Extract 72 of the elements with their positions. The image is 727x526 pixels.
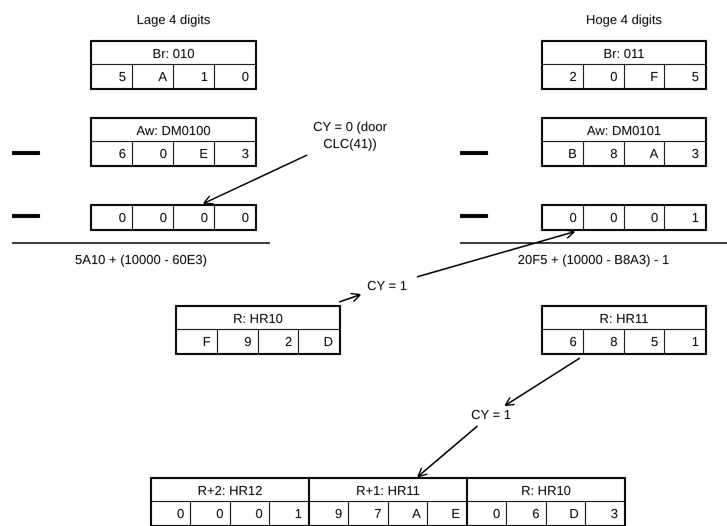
digit-cell: 7: [348, 502, 388, 525]
column-heading: Hoge 4 digits: [585, 12, 663, 27]
register-label: Br: 011: [543, 42, 705, 65]
digit-cell: 0: [582, 206, 624, 229]
digit-cell: 1: [664, 206, 705, 229]
digit-cell: 0: [582, 65, 624, 88]
digit-cell-text: 0: [118, 209, 127, 227]
register-table: [90, 40, 257, 90]
digit-cell: 8: [582, 142, 624, 165]
digit-cell-text: 5: [118, 68, 127, 86]
digit-cell: E: [173, 142, 214, 165]
digit-cell: D: [546, 502, 585, 525]
digit-cell-text: F: [202, 333, 212, 351]
register-table: [541, 305, 707, 355]
digit-cell: 0: [190, 502, 230, 525]
register-table: [150, 477, 310, 526]
register-label: Br: 010: [92, 42, 255, 65]
digit-cell: 2: [258, 330, 298, 353]
formula-text: 5A10 + (10000 - 60E3): [74, 252, 208, 267]
digit-cell: F: [624, 65, 664, 88]
formula-text: 20F5 + (10000 - B8A3) - 1: [516, 252, 670, 267]
digit-cell: 0: [132, 142, 173, 165]
digit-cell: A: [388, 502, 427, 525]
register-label: R: HR10: [468, 479, 624, 502]
carry-note: CY = 0 (door CLC(41)): [300, 118, 400, 152]
digit-cell: 3: [664, 142, 705, 165]
digit-cell-text: 2: [568, 68, 578, 86]
digit-cell: 1: [173, 65, 214, 88]
register-table: [541, 40, 707, 90]
digit-cell-text: 9: [334, 505, 344, 523]
register-table: [466, 477, 626, 526]
column-heading: Lage 4 digits: [136, 12, 212, 27]
register-label: R: HR10: [177, 307, 339, 330]
arrow: [338, 292, 361, 303]
carry-note: CY = 1: [463, 406, 519, 423]
digit-cell: 0: [214, 206, 255, 229]
carry-note: CY = 1: [360, 277, 414, 294]
digit-cell-text: 0: [176, 505, 186, 523]
register-table: [541, 204, 707, 231]
digit-cell: 9: [216, 330, 258, 353]
register-table: [541, 117, 707, 167]
digit-cell: 5: [664, 65, 705, 88]
digit-cell: 6: [506, 502, 546, 525]
digit-cell: A: [624, 142, 664, 165]
arrow: [417, 425, 478, 478]
digit-cell-text: B: [567, 145, 578, 163]
digit-cell: 5: [624, 330, 664, 353]
register-label: Aw: DM0100: [92, 119, 255, 142]
digit-cell: 0: [173, 206, 214, 229]
digit-cell-text: 6: [118, 145, 127, 163]
digit-cell: D: [298, 330, 339, 353]
digit-cell: 8: [582, 330, 624, 353]
digit-cell: 3: [584, 502, 624, 525]
arrow: [203, 154, 308, 204]
register-label: R: HR11: [543, 307, 705, 330]
register-table: [308, 477, 468, 526]
register-label: Aw: DM0101: [543, 119, 705, 142]
digit-cell: 0: [624, 206, 664, 229]
digit-cell: 1: [664, 330, 705, 353]
digit-cell: 3: [214, 142, 255, 165]
register-table: [90, 117, 257, 167]
arrow: [416, 229, 575, 278]
digit-cell: A: [132, 65, 173, 88]
digit-cell-text: 6: [568, 333, 578, 351]
arrow: [504, 357, 580, 406]
register-table: [90, 204, 257, 231]
digit-cell-text: 0: [492, 505, 502, 523]
digit-cell: 0: [230, 502, 269, 525]
register-table: [175, 305, 341, 355]
digit-cell: 0: [214, 65, 255, 88]
digit-cell-text: 0: [568, 209, 578, 227]
digit-cell: 0: [132, 206, 173, 229]
